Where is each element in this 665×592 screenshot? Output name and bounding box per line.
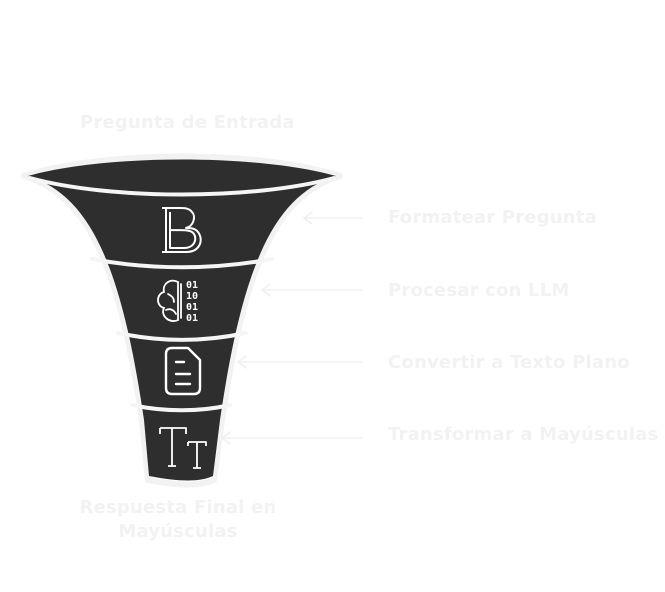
step-label-formatear: Formatear Pregunta bbox=[388, 207, 597, 228]
step-label-convertir: Convertir a Texto Plano bbox=[388, 352, 630, 373]
output-label: Respuesta Final en Mayúsculas bbox=[79, 497, 277, 542]
connector-1 bbox=[302, 211, 363, 225]
svg-text:01: 01 bbox=[186, 280, 198, 291]
connector-3 bbox=[236, 355, 363, 369]
connector-4 bbox=[220, 431, 363, 445]
band-separator-3 bbox=[130, 403, 232, 413]
connectors bbox=[220, 211, 363, 445]
funnel-outline bbox=[21, 153, 343, 488]
step-label-procesar: Procesar con LLM bbox=[388, 280, 570, 301]
brain-binary-icon: 01 10 01 01 bbox=[157, 279, 198, 324]
band-separator-1 bbox=[90, 257, 274, 270]
text-case-icon bbox=[159, 427, 207, 469]
input-label: Pregunta de Entrada bbox=[80, 112, 295, 133]
svg-text:10: 10 bbox=[186, 291, 198, 302]
bold-b-icon bbox=[162, 207, 202, 253]
step-label-transformar: Transformar a Mayúsculas bbox=[388, 424, 659, 445]
document-icon bbox=[164, 346, 202, 396]
funnel-body bbox=[28, 159, 336, 481]
connector-2 bbox=[260, 283, 363, 297]
funnel-rim bbox=[28, 176, 336, 197]
svg-text:01: 01 bbox=[186, 302, 198, 313]
band-separator-2 bbox=[116, 331, 248, 342]
svg-text:01: 01 bbox=[186, 313, 198, 324]
